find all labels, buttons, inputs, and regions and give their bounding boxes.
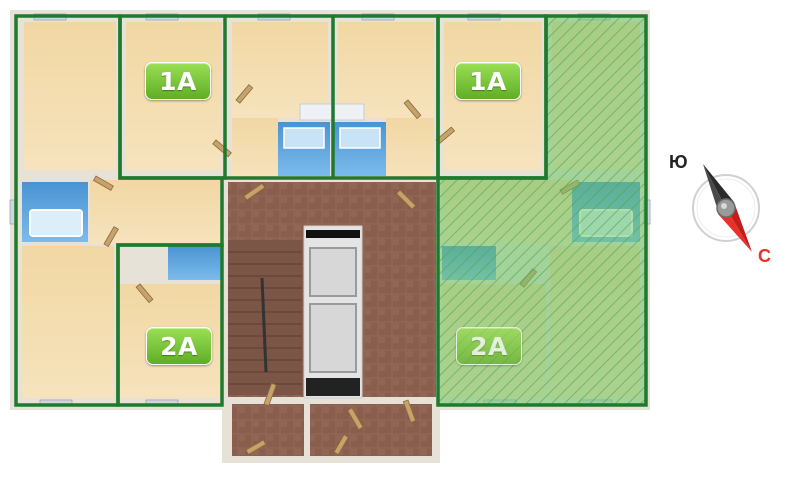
room-top-3 <box>232 22 328 118</box>
compass-label-bottom: С <box>758 246 771 266</box>
hall-top-2 <box>386 118 434 180</box>
bathroom-2a-left <box>168 246 222 280</box>
room-bottom-1 <box>22 246 114 398</box>
compass-needle-north <box>718 208 752 252</box>
room-top-1 <box>24 22 116 170</box>
unit-outlines <box>14 14 648 407</box>
unit-label-2a-right[interactable]: 2A <box>456 327 522 365</box>
unit-label-1a-left[interactable]: 1A <box>145 62 211 100</box>
highlight-column <box>546 16 646 406</box>
highlight-2a-area <box>438 176 546 406</box>
vestibule-left <box>232 404 304 456</box>
stair-handrail <box>260 277 268 373</box>
compass-needle-south <box>703 164 734 208</box>
compass <box>692 164 760 252</box>
compass-label-top: Ю <box>669 152 688 172</box>
room-top-4 <box>338 22 434 118</box>
hall-top <box>232 118 278 180</box>
vestibule-right <box>310 404 432 456</box>
unit-label-1a-right[interactable]: 1A <box>455 62 521 100</box>
unit-label-2a-left[interactable]: 2A <box>146 327 212 365</box>
